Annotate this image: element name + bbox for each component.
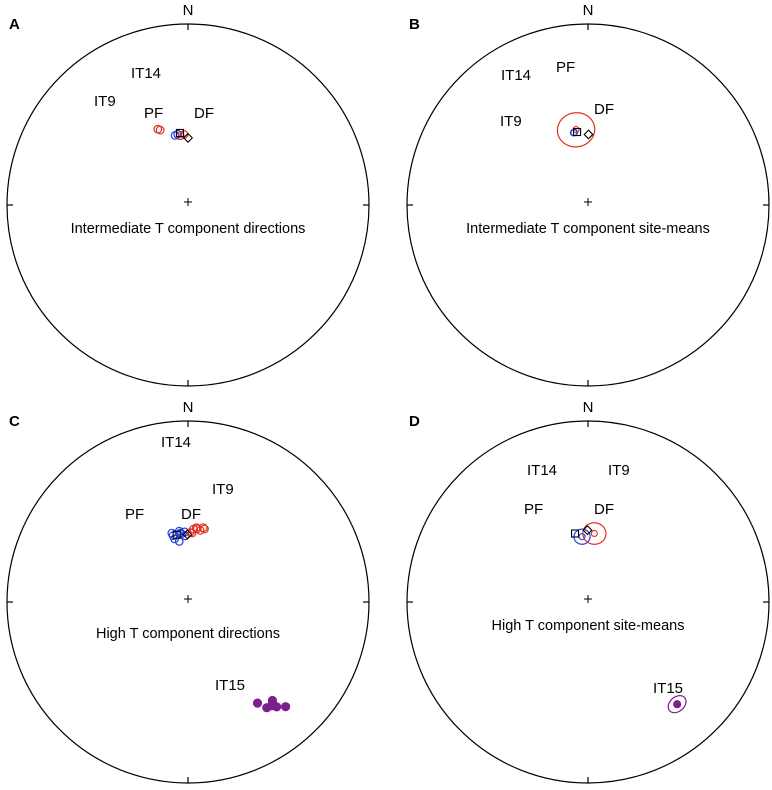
data-marks [153, 124, 194, 143]
compass-ticks [407, 24, 769, 386]
panel-b: B N IT14 PF IT9 DF Intermediate T compon… [406, 2, 770, 387]
reference-df-diamond [583, 129, 594, 140]
label-it9: IT9 [212, 481, 234, 498]
data-marks [571, 522, 687, 714]
north-label: N [183, 399, 194, 416]
label-df: DF [594, 501, 614, 518]
panel-letter: D [409, 413, 420, 430]
compass-ticks [7, 24, 369, 386]
panel-letter: B [409, 16, 420, 33]
north-label: N [583, 2, 594, 19]
confidence-ellipse-it9 [556, 112, 596, 148]
reference-df-diamond [182, 529, 193, 540]
label-pf: PF [125, 506, 144, 523]
point-it9 [155, 125, 165, 135]
panel-caption: Intermediate T component site-means [466, 221, 710, 237]
data-marks [556, 112, 596, 148]
point-it15 [281, 702, 291, 712]
site-mean-it15 [673, 700, 682, 709]
north-label: N [583, 399, 594, 416]
label-it9: IT9 [500, 113, 522, 130]
label-df: DF [594, 101, 614, 118]
label-pf: PF [524, 501, 543, 518]
compass-ticks [407, 421, 769, 783]
point-it15 [267, 695, 278, 706]
panel-c: C N IT14 IT9 PF DF IT15 High T component… [6, 399, 370, 784]
label-it15: IT15 [653, 680, 683, 697]
data-marks [167, 523, 291, 713]
site-mean-it9 [590, 529, 598, 538]
reference-df-diamond [182, 132, 194, 143]
reference-df-diamond [582, 525, 593, 536]
point-it14 [174, 536, 184, 546]
panel-a: A N IT14 IT9 PF DF Intermediate T compon… [6, 2, 370, 387]
label-df: DF [194, 105, 214, 122]
point-it9 [198, 523, 208, 533]
reference-pf-square [571, 529, 580, 538]
label-it14: IT14 [161, 434, 191, 451]
confidence-ellipse-it15 [667, 695, 687, 714]
north-label: N [183, 2, 194, 19]
panel-caption: Intermediate T component directions [71, 221, 306, 237]
label-df: DF [181, 506, 201, 523]
panel-caption: High T component site-means [492, 618, 685, 634]
label-it15: IT15 [215, 677, 245, 694]
point-it9 [200, 524, 209, 534]
label-it14: IT14 [501, 67, 531, 84]
label-it14: IT14 [131, 65, 161, 82]
point-it14 [167, 528, 177, 538]
panel-letter: C [9, 413, 20, 430]
reference-pf-square [573, 127, 582, 137]
point-it15 [252, 698, 263, 708]
panel-d: D N IT14 IT9 PF DF IT15 High T component… [406, 399, 770, 784]
reference-pf-square [175, 128, 184, 138]
point-it14 [177, 529, 186, 539]
label-it9: IT9 [608, 462, 630, 479]
compass-ticks [7, 421, 369, 783]
panel-letter: A [9, 16, 20, 33]
point-it9 [189, 524, 199, 534]
label-it9: IT9 [94, 93, 116, 110]
confidence-ellipse-it14 [573, 528, 591, 545]
reference-pf-square [172, 530, 181, 539]
label-it14: IT14 [527, 462, 557, 479]
label-pf: PF [144, 105, 163, 122]
confidence-ellipse-it9 [582, 522, 607, 545]
panel-caption: High T component directions [96, 626, 280, 642]
point-it9 [187, 528, 197, 538]
label-pf: PF [556, 59, 575, 76]
point-it15 [272, 702, 282, 712]
